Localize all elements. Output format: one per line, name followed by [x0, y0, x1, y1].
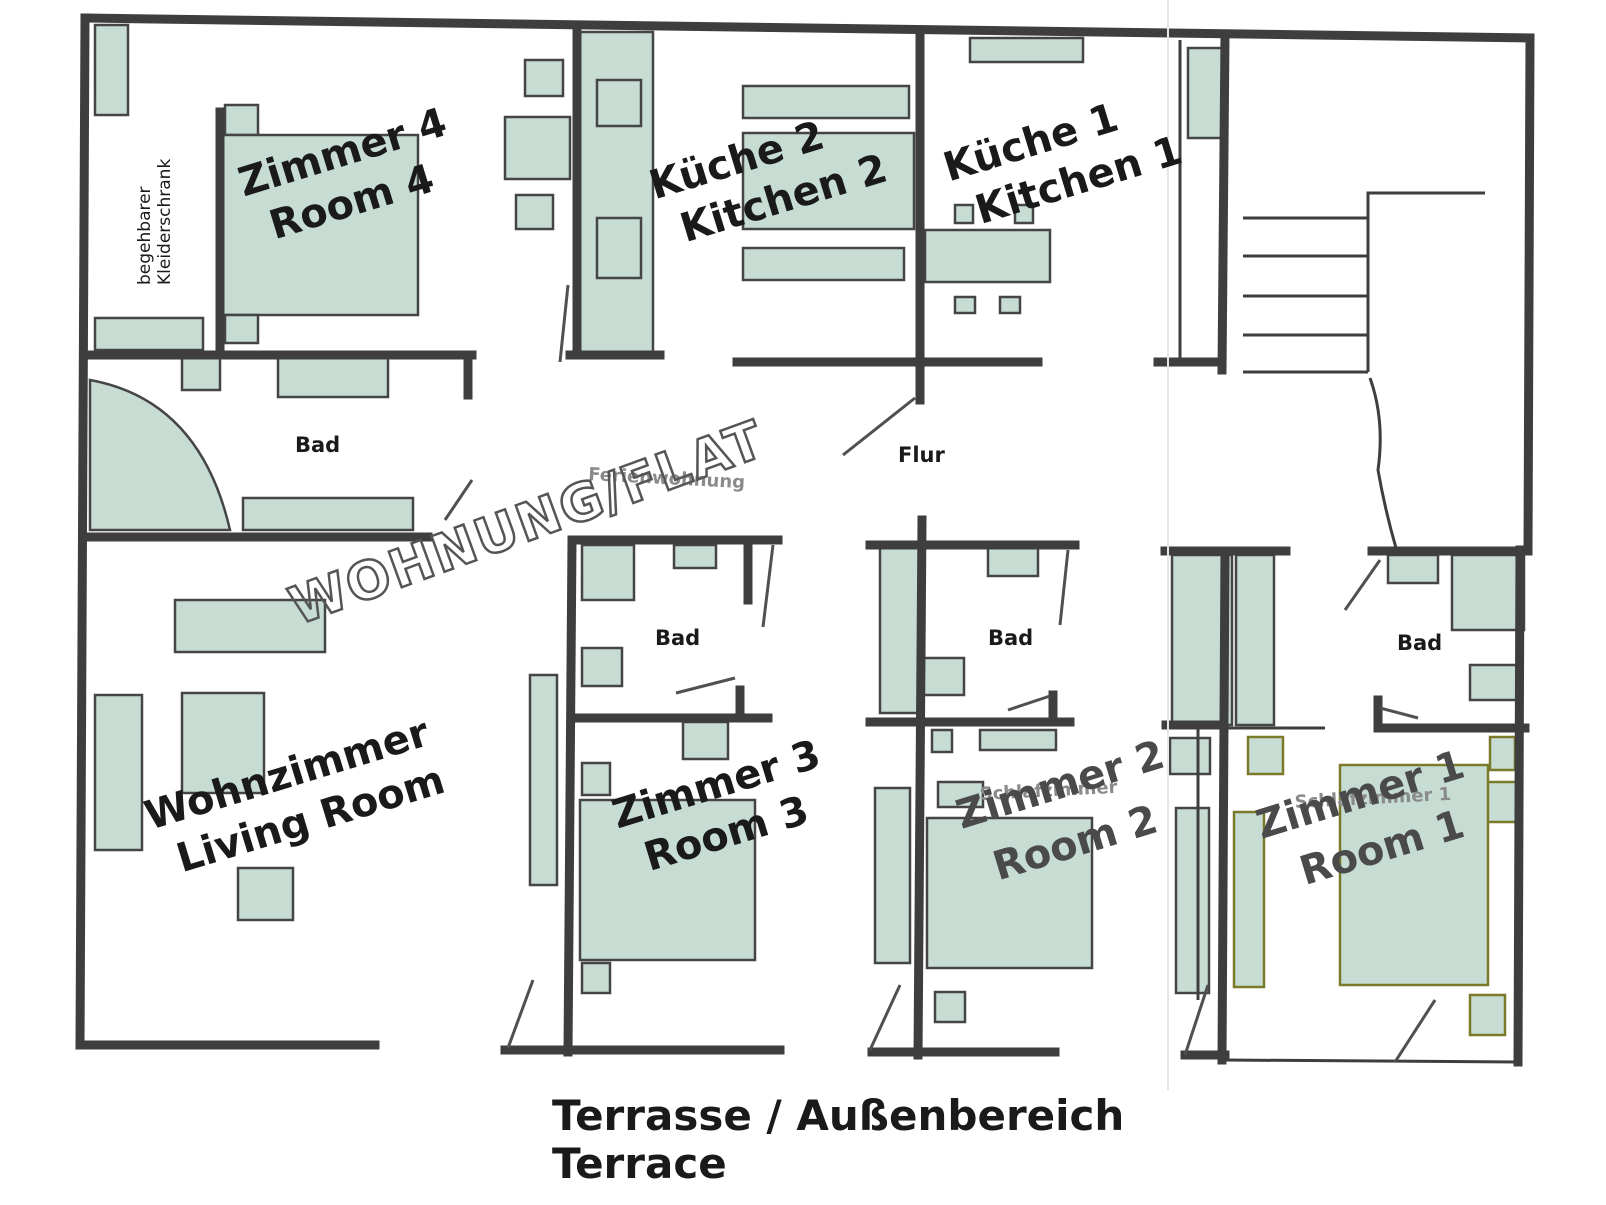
kitchen-1-label: Küche 1 Kitchen 1 — [938, 95, 1187, 234]
flur-label: Flur — [898, 443, 945, 467]
bad-label-center: Bad — [988, 626, 1033, 650]
terrace-label-de: Terrasse / Außenbereich — [552, 1091, 1124, 1140]
door-swings — [443, 284, 1437, 1063]
walls — [75, 13, 1535, 1067]
bad-label-top-left: Bad — [295, 433, 340, 457]
terrace-label-en: Terrace — [552, 1139, 727, 1188]
closet-label-line1: begehbarer — [135, 186, 155, 285]
closet-label: begehbarer Kleiderschrank — [135, 159, 175, 285]
closet-label-line2: Kleiderschrank — [155, 159, 175, 285]
bad-label-center-left: Bad — [655, 626, 700, 650]
bad-label-right: Bad — [1397, 631, 1442, 655]
furniture — [88, 23, 1526, 1037]
